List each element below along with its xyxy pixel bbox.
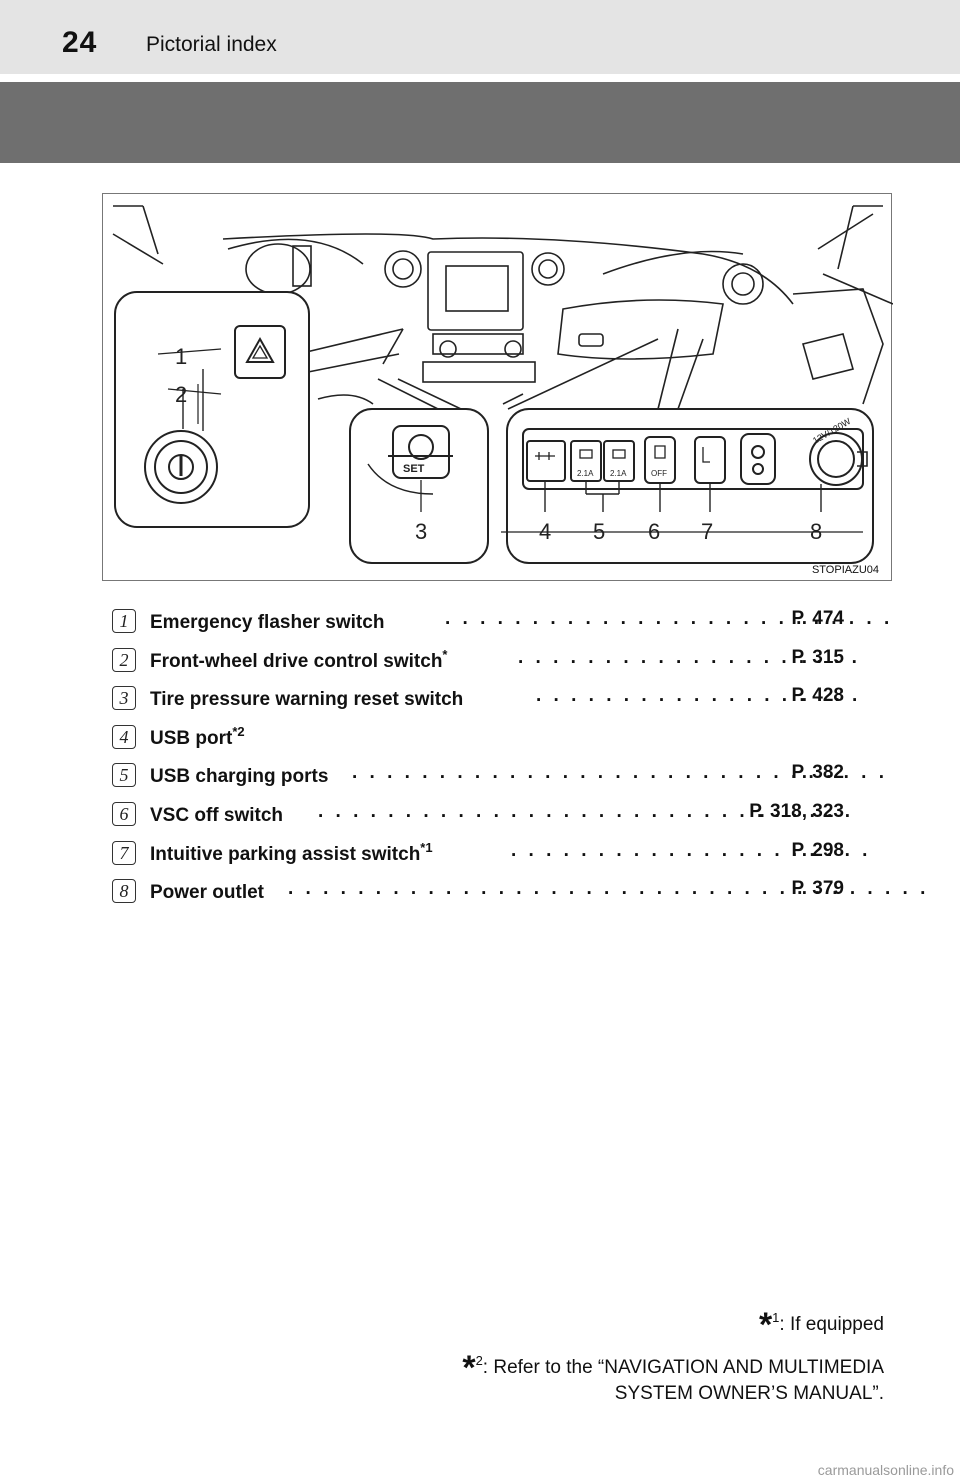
- footnote-2: *2: Refer to the “NAVIGATION AND MULTIME…: [462, 1349, 884, 1387]
- list-item: 8 Power outlet . . . . . . . . . . . . .…: [112, 875, 925, 914]
- page-number: 24: [62, 26, 98, 59]
- item-marker: 2: [112, 647, 136, 672]
- page-reference[interactable]: P. 379: [791, 878, 844, 900]
- page-reference[interactable]: P. 428: [791, 685, 844, 707]
- item-marker: 5: [112, 763, 136, 788]
- item-marker: 8: [112, 879, 136, 904]
- list-item: 6 VSC off switch . . . . . . . . . . . .…: [112, 798, 852, 837]
- list-item: 7 Intuitive parking assist switch*1 . . …: [112, 837, 867, 876]
- callout-1: 1: [175, 344, 187, 369]
- list-item: 2 Front-wheel drive control switch* . . …: [112, 644, 857, 683]
- dashboard-drawing: 2.1A 2.1A OFF SET 12V/120W 1 2 3 4 5 6 7…: [112, 205, 893, 564]
- item-label: VSC off switch: [150, 804, 284, 826]
- footnote-1: *1: If equipped: [758, 1306, 884, 1344]
- page-reference[interactable]: P. 318, 323: [749, 800, 844, 822]
- index-list: 1 Emergency flasher switch . . . . . . .…: [112, 605, 925, 914]
- page-reference[interactable]: P. 298: [791, 839, 844, 861]
- figure-code: STOPIAZU04: [811, 564, 879, 576]
- leader-dots: . . . . . . . . . . . . . . . . . . . .: [518, 646, 861, 668]
- section-title: Pictorial index: [146, 33, 277, 56]
- footnote-2-continued: SYSTEM OWNER’S MANUAL”.: [614, 1383, 884, 1404]
- list-item: 5 USB charging ports . . . . . . . . . .…: [112, 759, 884, 798]
- callout-4: 4: [539, 519, 551, 544]
- item-marker: 7: [112, 840, 136, 865]
- callout-5: 5: [593, 519, 605, 544]
- leader-dots: . . . . . . . . . . . . . . . . . . .: [536, 685, 861, 707]
- item-label: Tire pressure warning reset switch: [150, 689, 464, 711]
- leader-dots: . . . . . . . . . . . . . . . . . . . . …: [288, 878, 929, 900]
- page-reference[interactable]: P. 382: [791, 762, 844, 784]
- page-reference[interactable]: P. 474: [791, 608, 844, 629]
- list-item: 3 Tire pressure warning reset switch . .…: [112, 682, 857, 721]
- item-marker: 3: [112, 686, 136, 711]
- vsc-off-label: OFF: [651, 469, 667, 478]
- set-label: SET: [403, 463, 425, 475]
- callout-3: 3: [415, 519, 427, 544]
- inset-hazard-fwd: [114, 291, 310, 528]
- list-item: 4 USB port*2: [112, 721, 852, 760]
- item-marker: 6: [112, 801, 136, 826]
- item-label: Emergency flasher switch: [150, 612, 385, 633]
- item-label: USB charging ports: [150, 766, 329, 788]
- footnotes: *1: If equipped *2: Refer to the “NAVIGA…: [462, 1305, 884, 1406]
- item-label: Power outlet: [150, 882, 265, 904]
- usb-rating-2: 2.1A: [610, 469, 627, 478]
- usb-rating-1: 2.1A: [577, 469, 594, 478]
- inset-tpms-set: [349, 408, 489, 564]
- item-label: USB port*2: [150, 723, 245, 749]
- watermark: carmanualsonline.info: [817, 1462, 954, 1478]
- item-marker: 4: [112, 724, 136, 749]
- leader-dots: . . . . . . . . . . . . . . . . . . . . …: [318, 800, 854, 822]
- page-reference[interactable]: P. 315: [791, 646, 844, 668]
- leader-dots: . . . . . . . . . . . . . . . . . . . . …: [445, 608, 893, 629]
- callout-2: 2: [175, 382, 187, 407]
- callout-6: 6: [648, 519, 660, 544]
- item-marker: 1: [112, 609, 136, 633]
- callout-7: 7: [701, 519, 713, 544]
- list-item: 1 Emergency flasher switch . . . . . . .…: [112, 605, 889, 644]
- title-band: [0, 82, 960, 163]
- dashboard-illustration: 2.1A 2.1A OFF SET 12V/120W 1 2 3 4 5 6 7…: [102, 193, 893, 581]
- item-label: Front-wheel drive control switch*: [150, 646, 448, 672]
- leader-dots: . . . . . . . . . . . . . . . . . . . . …: [511, 839, 871, 861]
- item-label: Intuitive parking assist switch*1: [150, 839, 433, 865]
- callout-8: 8: [810, 519, 822, 544]
- page-header: 24 Pictorial index: [0, 0, 960, 74]
- inset-console-switches: [501, 408, 874, 564]
- leader-dots: . . . . . . . . . . . . . . . . . . . . …: [352, 762, 888, 784]
